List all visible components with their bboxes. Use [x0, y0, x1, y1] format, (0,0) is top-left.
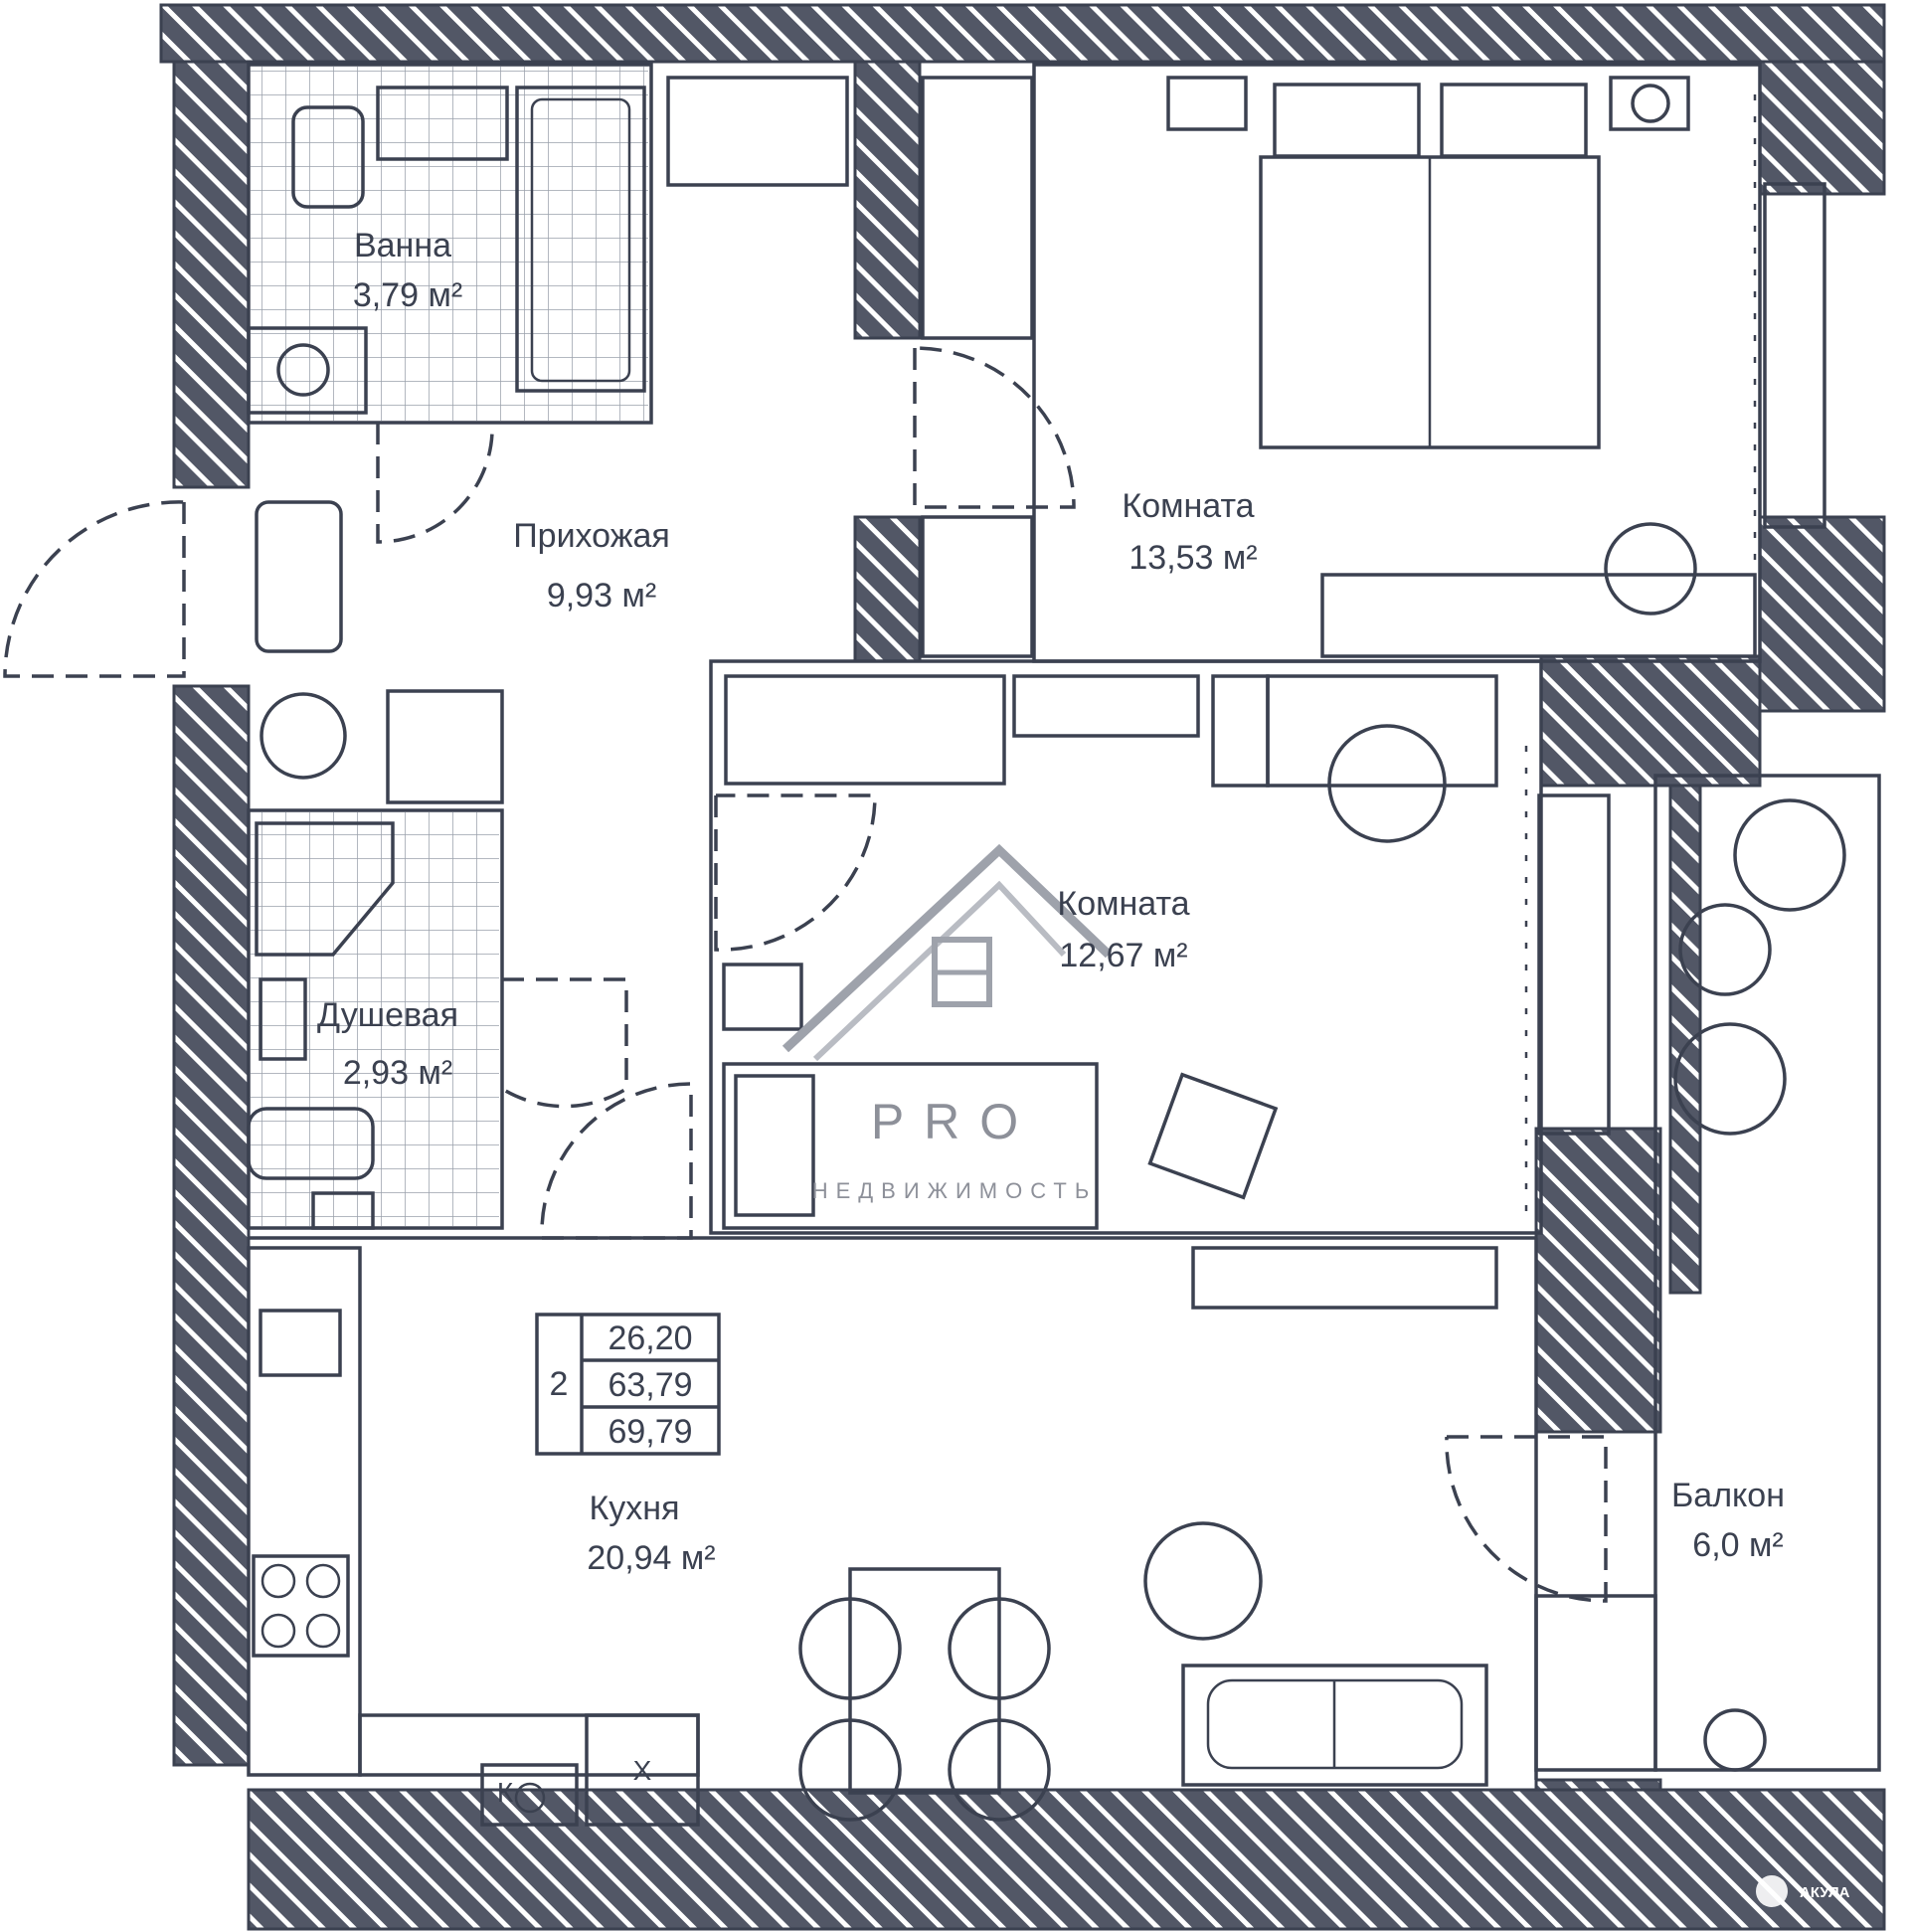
- shower-door: [501, 977, 628, 1109]
- balcony-table: [1678, 903, 1772, 996]
- balcony-cabinet: [1534, 1594, 1657, 1772]
- corner-logo: АКУЛА: [1756, 1875, 1850, 1907]
- hall-pouf: [260, 692, 347, 780]
- balcony-door: [1445, 1435, 1608, 1603]
- shoe-cabinet: [386, 689, 504, 804]
- summary-total-area: 63,79: [607, 1366, 692, 1404]
- dining-chair: [948, 1597, 1051, 1700]
- tv-unit-kitchen: [1191, 1246, 1498, 1310]
- room-name-kitchen: Кухня: [590, 1490, 680, 1527]
- desk-bedroom2: [1266, 674, 1498, 788]
- room-area-balcony: 6,0 м²: [1692, 1526, 1783, 1564]
- sink-bath: [376, 86, 509, 161]
- room-name-shower: Душевая: [317, 996, 458, 1034]
- watermark-title: PRO: [871, 1094, 1038, 1149]
- watermark-subtitle: НЕДВИЖИМОСТЬ: [812, 1178, 1098, 1203]
- summary-rooms-count: 2: [550, 1365, 569, 1403]
- radiator-bedroom1: [1763, 182, 1826, 529]
- washing-machine: [247, 326, 368, 415]
- bedroom2-door: [714, 793, 877, 952]
- dining-chair: [798, 1597, 902, 1700]
- room-area-hall: 9,93 м²: [547, 577, 656, 615]
- toilet-bath: [291, 105, 365, 209]
- room-area-bedroom1: 13,53 м²: [1128, 539, 1257, 577]
- hall-rug: [255, 500, 343, 653]
- logo-icon: [1756, 1875, 1788, 1907]
- summary-living-area: 26,20: [607, 1319, 692, 1357]
- room-labels: Ванна 3,79 м² Прихожая 9,93 м² Комната 1…: [317, 227, 1785, 1577]
- shower-sink: [259, 977, 307, 1061]
- appliance-marks: Х К: [497, 1755, 652, 1814]
- balcony-chair: [1673, 1022, 1787, 1136]
- bath-door: [376, 422, 494, 544]
- partitions: [247, 63, 1881, 1780]
- room-name-balcony: Балкон: [1671, 1477, 1785, 1514]
- dining-table: [848, 1567, 1001, 1795]
- fridge: [585, 1713, 700, 1827]
- wardrobe-bedroom1-top: [921, 76, 1034, 340]
- bedroom1-door: [913, 346, 1076, 509]
- room-name-bedroom1: Комната: [1122, 487, 1254, 525]
- hob: [252, 1554, 350, 1658]
- room-area-bath: 3,79 м²: [353, 276, 462, 314]
- boiler: [480, 1763, 579, 1827]
- shower-machine: [311, 1191, 375, 1230]
- wardrobe-bedroom1-bottom: [921, 515, 1034, 658]
- room-area-bedroom2: 12,67 м²: [1059, 937, 1187, 974]
- watermark: PRO НЕДВИЖИМОСТЬ: [781, 843, 1113, 1203]
- balcony-chair: [1733, 798, 1846, 912]
- doors: [3, 346, 1608, 1603]
- room-area-shower: 2,93 м²: [343, 1054, 452, 1092]
- wardrobe-hall: [666, 76, 849, 187]
- side-table: [1143, 1521, 1263, 1641]
- dining-chair: [948, 1718, 1051, 1822]
- summary-table: 2 26,20 63,79 69,79: [535, 1313, 721, 1456]
- balcony-plant: [1703, 1708, 1767, 1772]
- kitchen-sink: [259, 1309, 342, 1377]
- room-name-hall: Прихожая: [513, 517, 670, 555]
- boiler-mark: К: [497, 1777, 514, 1808]
- chair-bedroom2: [1327, 724, 1447, 843]
- kitchen-door: [540, 1082, 693, 1240]
- room-name-bath: Ванна: [354, 227, 451, 264]
- radiator-bedroom2: [1537, 793, 1611, 1136]
- entrance-door: [3, 500, 186, 678]
- shelf-bedroom2: [1012, 674, 1200, 738]
- summary-area-with-balcony: 69,79: [607, 1413, 692, 1451]
- desk-bedroom1: [1320, 573, 1757, 658]
- armchair-bedroom2: [1147, 1072, 1279, 1200]
- logo-text: АКУЛА: [1800, 1884, 1850, 1901]
- sofa: [1181, 1664, 1488, 1787]
- shower-cabin: [255, 821, 395, 957]
- fridge-mark: Х: [633, 1755, 652, 1786]
- room-name-bedroom2: Комната: [1057, 885, 1189, 923]
- dining-chair: [798, 1718, 902, 1822]
- shower-tiles: [251, 812, 499, 1226]
- wardrobe-bedroom2: [724, 674, 1006, 786]
- room-area-kitchen: 20,94 м²: [587, 1539, 715, 1577]
- bath-tiles: [251, 67, 648, 421]
- shower-toilet: [247, 1107, 375, 1180]
- nightstand-right: [1609, 76, 1690, 131]
- kitchen-counter: [247, 1246, 362, 1777]
- nightstand-bedroom2: [722, 963, 803, 1031]
- nightstand-left: [1166, 76, 1248, 131]
- single-bed: [722, 1062, 1099, 1230]
- chair-bedroom1: [1604, 522, 1697, 615]
- bathtub: [515, 86, 646, 393]
- furniture: [247, 76, 1846, 1827]
